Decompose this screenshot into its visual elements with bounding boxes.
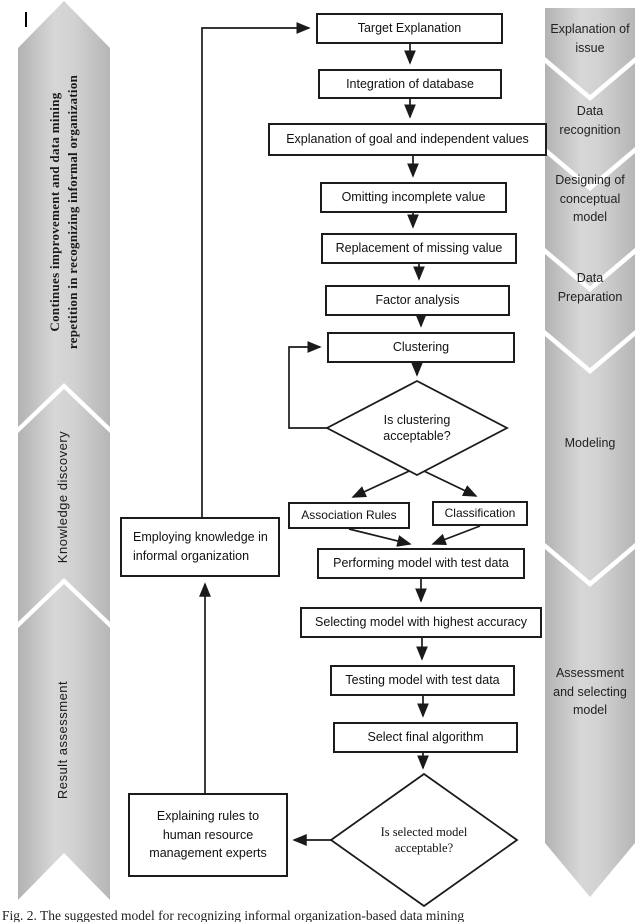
box-factor-analysis: Factor analysis [325, 285, 510, 316]
right-chevron-1 [545, 8, 635, 95]
box-classification: Classification [432, 501, 528, 526]
left-stage-continues-improvement: Continues improvement and data mining re… [46, 38, 82, 386]
box-clustering: Clustering [327, 332, 515, 363]
arrow-classification-to-performing [431, 525, 481, 545]
right-chevron-4 [545, 254, 635, 368]
box-employing-knowledge: Employing knowledge in informal organiza… [120, 517, 280, 577]
box-select-final-algorithm: Select final algorithm [333, 722, 518, 753]
right-stage-assessment-selecting-model: Assessment and selecting model [553, 665, 627, 718]
right-stage-data-preparation: Data Preparation [557, 271, 623, 304]
left-stage-label: Knowledge discovery [54, 430, 70, 564]
left-stage-line2: repetition in recognizing informal organ… [65, 74, 80, 350]
arrow-association-to-performing [348, 528, 412, 547]
figure-caption: Fig. 2. The suggested model for recogniz… [2, 908, 465, 922]
arrow-loop-to-clustering [288, 341, 327, 429]
left-chevron-1 [18, 1, 110, 427]
left-stage-knowledge-discovery: Knowledge discovery [53, 397, 71, 597]
box-replacement-missing-value: Replacement of missing value [321, 233, 517, 264]
decision-clustering-label: Is clustering acceptable? [383, 412, 451, 443]
decision-clustering-diamond [325, 379, 509, 477]
stray-mark [25, 12, 27, 27]
left-stage-result-assessment: Result assessment [53, 640, 71, 840]
left-chevron-2 [18, 389, 110, 622]
decision-selected-model-label: Is selected model acceptable? [380, 824, 468, 855]
box-selecting-model: Selecting model with highest accuracy [300, 607, 542, 638]
box-testing-model: Testing model with test data [330, 665, 515, 696]
box-integration-of-database: Integration of database [318, 69, 502, 99]
box-explanation-of-goal: Explanation of goal and independent valu… [268, 123, 547, 156]
box-performing-model: Performing model with test data [317, 548, 525, 579]
right-chevron-6 [545, 549, 635, 897]
right-chevron-column [545, 8, 635, 897]
decision-selected-model-diamond [329, 772, 519, 908]
box-explaining-rules: Explaining rules to human resource manag… [128, 793, 288, 877]
box-association-rules: Association Rules [288, 502, 410, 529]
right-chevron-2 [545, 63, 635, 185]
flow-connectors [199, 22, 481, 846]
right-stage-explanation-of-issue: Explanation of issue [550, 22, 630, 55]
box-omitting-incomplete-value: Omitting incomplete value [320, 182, 507, 213]
left-stage-label: Result assessment [54, 680, 70, 800]
right-stage-modeling: Modeling [564, 435, 616, 450]
left-chevron-3 [18, 584, 110, 900]
right-chevron-5 [545, 336, 635, 581]
left-chevron-column [18, 1, 110, 900]
right-stage-data-recognition: Data recognition [559, 104, 621, 137]
right-stage-designing-conceptual-model: Designing of conceptual model [555, 172, 625, 225]
arrow-feedback-to-target [201, 22, 311, 517]
left-stage-line1: Continues improvement and data mining [47, 92, 63, 332]
right-chevron-3 [545, 153, 635, 286]
box-target-explanation: Target Explanation [316, 13, 503, 44]
